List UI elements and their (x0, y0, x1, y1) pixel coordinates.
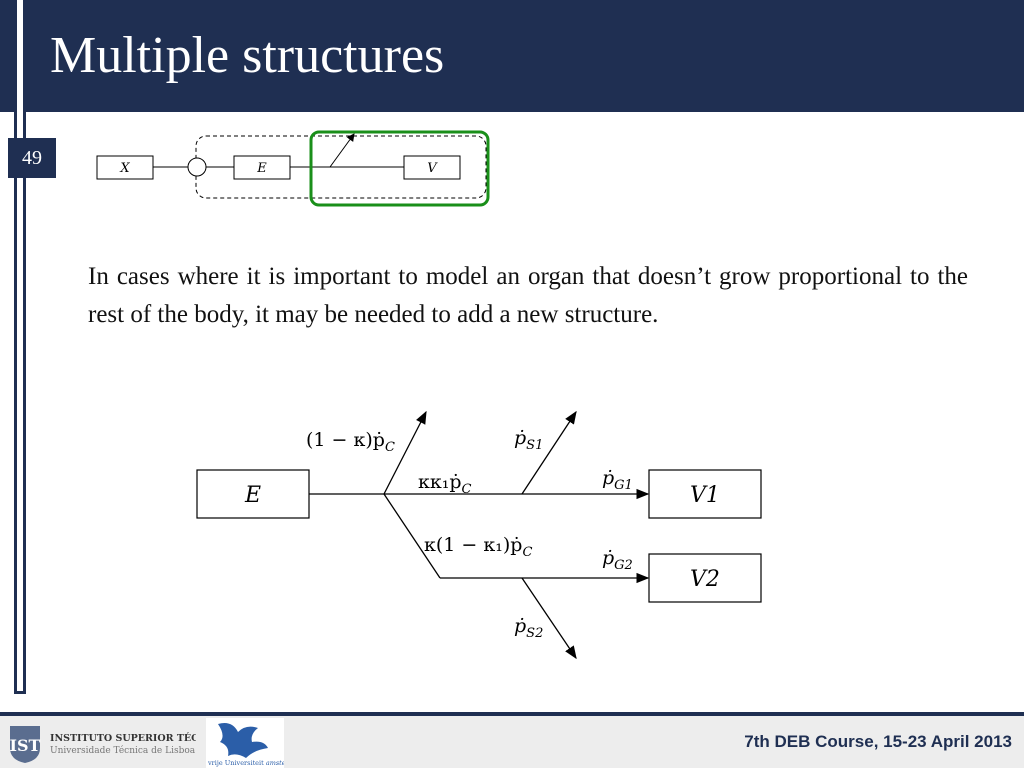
green-highlight (309, 130, 490, 207)
left-accent-bar (14, 0, 26, 694)
label-v2-allocation-sub: C (522, 545, 532, 560)
label-somatic-flux-sub: C (385, 440, 395, 455)
slide-title: Multiple structures (50, 27, 445, 84)
vu-name-city: amsterdam (266, 759, 284, 767)
branch-arrow-up (329, 133, 355, 168)
title-bar: Multiple structures (0, 0, 1024, 112)
body-paragraph: In cases where it is important to model … (88, 263, 968, 328)
label-pg2-sub: G2 (614, 558, 633, 573)
ist-shield-icon (10, 726, 40, 763)
label-ps2-main: ṗ (514, 615, 526, 637)
vu-logo: vrije Universiteit amsterdam (206, 718, 284, 768)
label-somatic-flux: (1 − κ)ṗC (306, 429, 395, 455)
label-ps1: ṗS1 (514, 427, 543, 453)
flow-box-e-label: E (244, 483, 261, 508)
label-pg1: ṗG1 (602, 467, 633, 493)
dashed-enclosure (195, 135, 487, 199)
arrow-somatic-maintenance (383, 410, 427, 495)
box-x-label: X (119, 161, 130, 176)
flow-box-v1 (648, 469, 762, 519)
course-label: 7th DEB Course, 15-23 April 2013 (744, 732, 1012, 751)
label-v2-allocation-main: κ(1 − κ₁)ṗ (424, 534, 522, 556)
flow-box-v2-label: V2 (690, 567, 720, 592)
line-junction-to-lower (383, 493, 441, 579)
label-pg2: ṗG2 (602, 547, 633, 573)
box-v (403, 155, 461, 180)
summation-node (187, 157, 207, 177)
box-e-label: E (256, 161, 267, 176)
label-v1-allocation-sub: C (462, 482, 472, 497)
label-ps1-main: ṗ (514, 427, 526, 449)
label-pg1-sub: G1 (614, 478, 633, 493)
arrow-ps2 (521, 577, 577, 660)
box-v-label: V (427, 161, 438, 176)
label-ps2: ṗS2 (514, 615, 543, 641)
slide-number: 49 (8, 138, 56, 178)
flow-box-e (196, 469, 310, 519)
footer-bar (0, 716, 1024, 768)
label-pg1-main: ṗ (602, 467, 614, 489)
label-v1-allocation: κκ₁ṗC (418, 471, 472, 497)
griffin-icon (218, 723, 268, 758)
ist-shield-mark: IST (10, 736, 41, 755)
flow-box-v2 (648, 553, 762, 603)
flow-diagram: E V1 V2 (1 − κ)ṗC κκ₁ṗC κ(1 − κ₁)ṗC ṗS1 … (196, 410, 762, 660)
label-v1-allocation-main: κκ₁ṗ (418, 471, 462, 493)
ist-name: INSTITUTO SUPERIOR TÉCNICO (50, 732, 196, 744)
label-ps2-sub: S2 (526, 626, 543, 641)
label-pg2-main: ṗ (602, 547, 614, 569)
flow-box-v1-label: V1 (690, 483, 720, 508)
ist-logo: IST INSTITUTO SUPERIOR TÉCNICO Universid… (10, 726, 196, 763)
vu-name-main: vrije Universiteit (207, 759, 264, 767)
vu-name: vrije Universiteit amsterdam (207, 759, 284, 767)
small-schematic-diagram: X E V (96, 130, 490, 207)
label-somatic-flux-main: (1 − κ)ṗ (306, 429, 385, 451)
footer-divider (0, 712, 1024, 716)
arrow-ps1 (521, 410, 577, 495)
label-v2-allocation: κ(1 − κ₁)ṗC (424, 534, 532, 560)
label-ps1-sub: S1 (526, 438, 543, 453)
ist-subtitle: Universidade Técnica de Lisboa (50, 745, 196, 756)
